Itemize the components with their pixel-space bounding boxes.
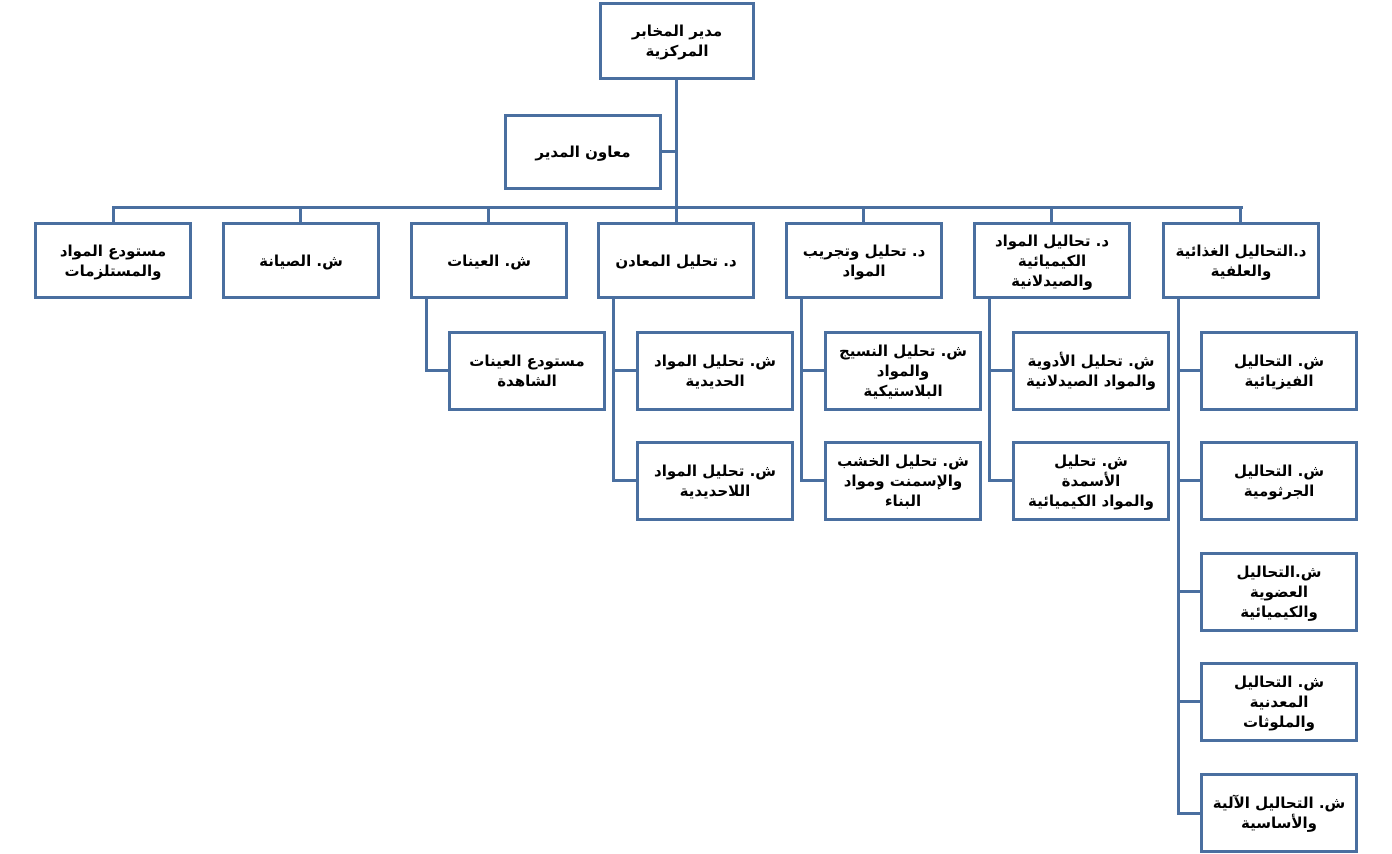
- connector-chemical-trunk: [988, 296, 991, 482]
- dept-metals-box: د. تحليل المعادن: [597, 222, 755, 299]
- section-materials-2-box: ش. تحليل الخشب والإسمنت ومواد البناء: [824, 441, 982, 521]
- connector-food-1: [1177, 369, 1202, 372]
- section-food-1-label: ش. التحاليل الفيزيائية: [1233, 352, 1325, 390]
- section-food-3-box: ش.التحاليل العضوية والكيميائية: [1200, 552, 1358, 632]
- dept-materials-label: د. تحليل وتجريب المواد: [802, 241, 926, 280]
- connector-drop-samples: [487, 206, 490, 229]
- connector-drop-warehouse: [112, 206, 115, 229]
- dept-maintenance-label: ش. الصيانة: [259, 251, 343, 270]
- dept-maintenance-box: ش. الصيانة: [222, 222, 380, 299]
- section-food-2-label: ش. التحاليل الجرثومية: [1233, 462, 1325, 500]
- connector-drop-food: [1239, 206, 1242, 229]
- section-samples-1-box: مستودع العينات الشاهدة: [448, 331, 606, 411]
- connector-metals-1: [612, 369, 638, 372]
- deputy-label: معاون المدير: [535, 143, 631, 161]
- section-food-4-box: ش. التحاليل المعدنية والملوثات: [1200, 662, 1358, 742]
- section-food-5-box: ش. التحاليل الآلية والأساسية: [1200, 773, 1358, 853]
- connector-materials-trunk: [800, 296, 803, 482]
- connector-materials-2: [800, 479, 826, 482]
- connector-metals-2: [612, 479, 638, 482]
- dept-chemical-box: د. تحاليل المواد الكيميائية والصيدلانية: [973, 222, 1131, 299]
- section-samples-1-label: مستودع العينات الشاهدة: [469, 352, 585, 390]
- connector-samples-trunk: [425, 296, 428, 372]
- director-box: مدير المخابر المركزية: [599, 2, 755, 80]
- dept-warehouse-label: مستودع المواد والمستلزمات: [59, 241, 167, 280]
- connector-food-trunk: [1177, 296, 1180, 815]
- connector-director-trunk: [675, 78, 678, 209]
- connector-food-5: [1177, 812, 1202, 815]
- section-chemical-2-box: ش. تحليل الأسمدة والمواد الكيميائية: [1012, 441, 1170, 521]
- dept-materials-box: د. تحليل وتجريب المواد: [785, 222, 943, 299]
- connector-chemical-2: [988, 479, 1014, 482]
- dept-food-label: د.التحاليل الغذائية والعلفية: [1175, 241, 1307, 280]
- section-chemical-2-label: ش. تحليل الأسمدة والمواد الكيميائية: [1028, 452, 1154, 510]
- connector-food-4: [1177, 700, 1202, 703]
- section-chemical-1-label: ش. تحليل الأدوية والمواد الصيدلانية: [1026, 352, 1156, 390]
- section-chemical-1-box: ش. تحليل الأدوية والمواد الصيدلانية: [1012, 331, 1170, 411]
- dept-samples-box: ش. العينات: [410, 222, 568, 299]
- dept-metals-label: د. تحليل المعادن: [615, 251, 737, 270]
- connector-drop-metals: [675, 206, 678, 229]
- section-metals-2-label: ش. تحليل المواد اللاحديدية: [654, 462, 776, 500]
- connector-food-2: [1177, 479, 1202, 482]
- section-food-1-box: ش. التحاليل الفيزيائية: [1200, 331, 1358, 411]
- section-metals-2-box: ش. تحليل المواد اللاحديدية: [636, 441, 794, 521]
- connector-chemical-1: [988, 369, 1014, 372]
- section-metals-1-box: ش. تحليل المواد الحديدية: [636, 331, 794, 411]
- connector-drop-maintenance: [299, 206, 302, 229]
- dept-food-box: د.التحاليل الغذائية والعلفية: [1162, 222, 1320, 299]
- connector-materials-1: [800, 369, 826, 372]
- connector-food-3: [1177, 590, 1202, 593]
- director-label: مدير المخابر المركزية: [631, 22, 723, 60]
- section-metals-1-label: ش. تحليل المواد الحديدية: [654, 352, 776, 390]
- connector-deputy: [659, 150, 678, 153]
- section-food-2-box: ش. التحاليل الجرثومية: [1200, 441, 1358, 521]
- connector-samples-1: [425, 369, 451, 372]
- dept-chemical-label: د. تحاليل المواد الكيميائية والصيدلانية: [994, 231, 1110, 290]
- section-materials-1-box: ش. تحليل النسيج والمواد البلاستيكية: [824, 331, 982, 411]
- connector-drop-materials: [862, 206, 865, 229]
- dept-samples-label: ش. العينات: [447, 251, 531, 270]
- section-food-4-label: ش. التحاليل المعدنية والملوثات: [1233, 673, 1325, 731]
- connector-metals-trunk: [612, 296, 615, 482]
- deputy-box: معاون المدير: [504, 114, 662, 190]
- section-materials-2-label: ش. تحليل الخشب والإسمنت ومواد البناء: [837, 452, 969, 510]
- section-food-3-label: ش.التحاليل العضوية والكيميائية: [1236, 563, 1322, 621]
- section-food-5-label: ش. التحاليل الآلية والأساسية: [1212, 794, 1346, 832]
- dept-warehouse-box: مستودع المواد والمستلزمات: [34, 222, 192, 299]
- section-materials-1-label: ش. تحليل النسيج والمواد البلاستيكية: [838, 342, 967, 400]
- connector-drop-chemical: [1050, 206, 1053, 229]
